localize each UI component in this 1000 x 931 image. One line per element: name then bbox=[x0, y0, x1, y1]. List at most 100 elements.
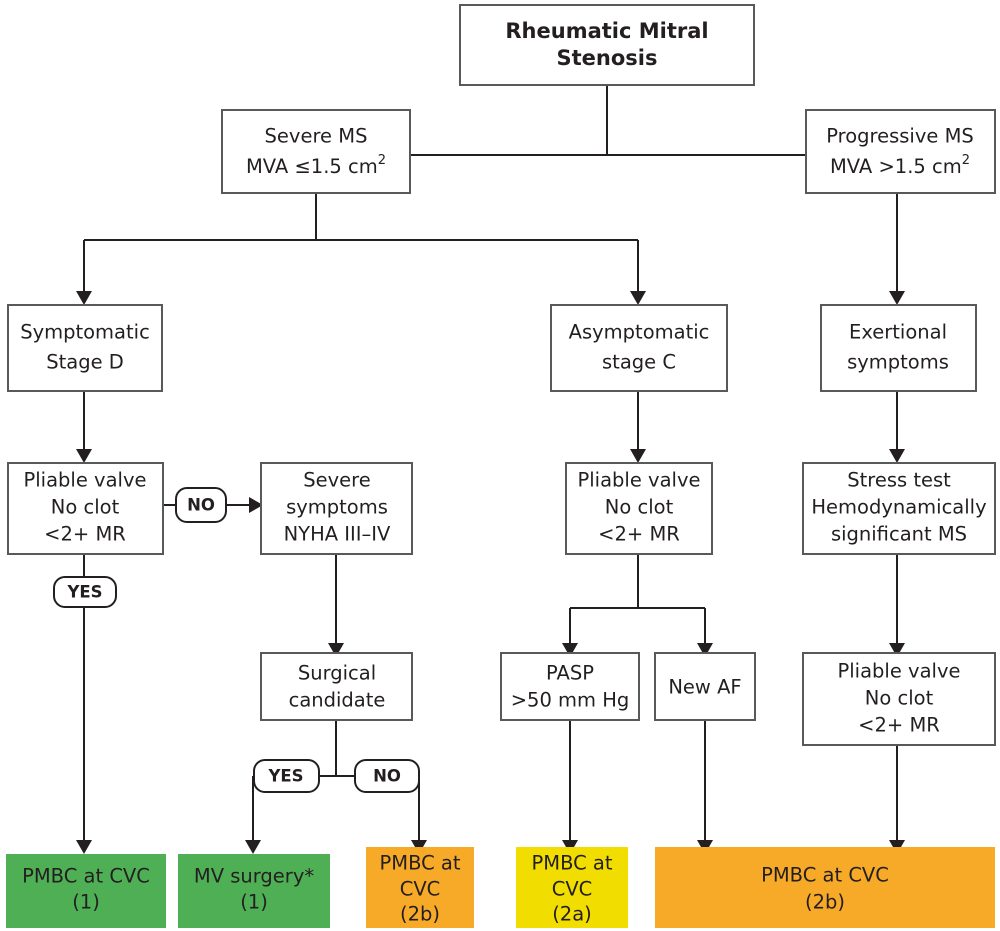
arrowhead-asymptomatic-c bbox=[630, 291, 646, 305]
arrowhead-pliable-right bbox=[889, 643, 905, 657]
connectors bbox=[76, 85, 991, 854]
arrowhead-severe-symptoms bbox=[249, 497, 263, 513]
arrowhead-outcome-1 bbox=[76, 840, 92, 854]
node-severe-symptoms-line1: Severe bbox=[303, 469, 371, 492]
node-pliable-right-line2: No clot bbox=[865, 687, 934, 710]
outcome-4-rect bbox=[516, 847, 628, 928]
node-progressive-ms: Progressive MS MVA >1.5 cm2 bbox=[805, 109, 996, 194]
node-pasp: PASP >50 mm Hg bbox=[500, 652, 640, 721]
decision-pill-yes-surgical-label: YES bbox=[267, 767, 303, 786]
node-pasp-line1: PASP bbox=[546, 662, 594, 685]
node-new-af-line1: New AF bbox=[668, 676, 741, 699]
node-stress-test: Stress test Hemodynamically significant … bbox=[802, 462, 996, 555]
decision-pill-no-left[interactable]: NO bbox=[175, 487, 227, 523]
node-severe-symptoms-nyha: Severe symptoms NYHA III–IV bbox=[260, 462, 413, 555]
node-pliable-right-line1: Pliable valve bbox=[838, 660, 961, 683]
node-exertional-line2: symptoms bbox=[847, 351, 949, 374]
outcome-pmbc-cvc-2a: PMBC at CVC (2a) bbox=[516, 847, 628, 928]
outcome-pmbc-cvc-2b-right: PMBC at CVC (2b) bbox=[655, 847, 995, 928]
node-pliable-mid-line2: No clot bbox=[605, 496, 674, 519]
decision-pill-no-left-shape[interactable] bbox=[175, 487, 227, 523]
arrowhead-pliable-left bbox=[76, 449, 92, 463]
outcome-5-rect bbox=[655, 847, 995, 928]
node-severe-symptoms-rect bbox=[260, 462, 413, 555]
outcome-3-rect bbox=[366, 847, 474, 928]
node-severe-ms-line1: Severe MS bbox=[265, 125, 368, 148]
node-asymptomatic-line2: stage C bbox=[602, 351, 676, 374]
decision-pill-yes-left[interactable]: YES bbox=[53, 576, 117, 608]
node-root-line2: Stenosis bbox=[557, 46, 658, 70]
node-root-rect bbox=[459, 4, 755, 86]
node-new-af: New AF bbox=[654, 652, 756, 721]
outcome-4-line3: (2a) bbox=[552, 903, 592, 926]
arrowhead-stress-test bbox=[889, 449, 905, 463]
node-asymptomatic-rect bbox=[550, 304, 728, 392]
node-exertional-rect bbox=[820, 304, 977, 392]
node-rheumatic-mitral-stenosis: Rheumatic Mitral Stenosis bbox=[459, 4, 755, 86]
node-pliable-mid-line3: <2+ MR bbox=[598, 523, 680, 546]
node-stress-test-line2: Hemodynamically bbox=[811, 496, 986, 519]
decision-pill-no-left-label: NO bbox=[187, 496, 215, 515]
node-stress-test-rect bbox=[802, 462, 996, 555]
outcome-4-line1: PMBC at bbox=[531, 852, 612, 875]
outcome-3-line3: (2b) bbox=[400, 903, 440, 926]
node-pliable-mid-line1: Pliable valve bbox=[578, 469, 701, 492]
node-root-line1: Rheumatic Mitral bbox=[505, 19, 708, 43]
outcome-pmbc-cvc-2b-left: PMBC at CVC (2b) bbox=[366, 847, 474, 928]
node-pliable-left-rect bbox=[7, 462, 164, 555]
node-severe-symptoms-line3: NYHA III–IV bbox=[284, 523, 391, 546]
node-asymptomatic-stage-c: Asymptomatic stage C bbox=[550, 304, 728, 392]
decision-pill-no-surgical-label: NO bbox=[373, 767, 401, 786]
arrowhead-new-af bbox=[697, 643, 713, 657]
outcome-2-line1: MV surgery* bbox=[194, 865, 314, 888]
arrowhead-symptomatic-d bbox=[76, 291, 92, 305]
node-severe-ms-line2: MVA ≤1.5 cm2 bbox=[246, 153, 386, 178]
node-surgical-line2: candidate bbox=[289, 689, 386, 712]
node-pliable-right-rect bbox=[802, 652, 996, 746]
node-stress-test-line3: significant MS bbox=[831, 523, 967, 546]
node-exertional-line1: Exertional bbox=[849, 321, 947, 344]
node-surgical-line1: Surgical bbox=[298, 662, 376, 685]
arrowhead-surgical-candidate bbox=[328, 643, 344, 657]
outcome-1-rect bbox=[6, 854, 166, 928]
node-pliable-valve-right: Pliable valve No clot <2+ MR bbox=[802, 652, 996, 746]
outcome-4-line2: CVC bbox=[552, 878, 593, 901]
node-exertional-symptoms: Exertional symptoms bbox=[820, 304, 977, 392]
outcome-3-line1: PMBC at bbox=[379, 852, 460, 875]
decision-pill-yes-left-shape[interactable] bbox=[53, 576, 117, 608]
node-symptomatic-rect bbox=[7, 304, 163, 392]
node-pliable-left-line1: Pliable valve bbox=[24, 469, 147, 492]
node-severe-symptoms-line2: symptoms bbox=[286, 496, 388, 519]
decision-pill-yes-surgical-shape[interactable] bbox=[253, 759, 320, 793]
node-symptomatic-line1: Symptomatic bbox=[20, 321, 150, 344]
node-symptomatic-stage-d: Symptomatic Stage D bbox=[7, 304, 163, 392]
outcome-pmbc-cvc-1: PMBC at CVC (1) bbox=[6, 854, 166, 928]
decision-pill-no-surgical[interactable]: NO bbox=[354, 759, 420, 793]
node-severe-ms-rect bbox=[221, 109, 411, 194]
node-surgical-rect bbox=[260, 652, 413, 721]
node-pliable-mid-rect bbox=[565, 462, 713, 555]
node-pliable-valve-mid: Pliable valve No clot <2+ MR bbox=[565, 462, 713, 555]
node-surgical-candidate: Surgical candidate bbox=[260, 652, 413, 721]
outcome-5-line2: (2b) bbox=[805, 891, 845, 914]
outcome-5-line1: PMBC at CVC bbox=[761, 864, 889, 887]
node-pliable-right-line3: <2+ MR bbox=[858, 714, 940, 737]
outcome-2-line2: (1) bbox=[240, 891, 268, 914]
node-pliable-left-line3: <2+ MR bbox=[44, 523, 126, 546]
arrowhead-pasp bbox=[562, 643, 578, 657]
node-progressive-ms-line2: MVA >1.5 cm2 bbox=[830, 153, 970, 178]
decision-pill-yes-left-label: YES bbox=[66, 583, 102, 602]
node-pasp-line2: >50 mm Hg bbox=[511, 689, 630, 712]
node-progressive-ms-rect bbox=[805, 109, 996, 194]
node-stress-test-line1: Stress test bbox=[847, 469, 951, 492]
outcome-mv-surgery-1: MV surgery* (1) bbox=[178, 854, 330, 928]
node-pliable-left-line2: No clot bbox=[51, 496, 120, 519]
decision-pill-no-surgical-shape[interactable] bbox=[354, 759, 420, 793]
node-severe-ms: Severe MS MVA ≤1.5 cm2 bbox=[221, 109, 411, 194]
node-pasp-rect bbox=[500, 652, 640, 721]
decision-pill-yes-surgical[interactable]: YES bbox=[253, 759, 320, 793]
outcome-1-line2: (1) bbox=[72, 891, 100, 914]
outcome-3-line2: CVC bbox=[400, 878, 441, 901]
node-new-af-rect bbox=[654, 652, 756, 721]
